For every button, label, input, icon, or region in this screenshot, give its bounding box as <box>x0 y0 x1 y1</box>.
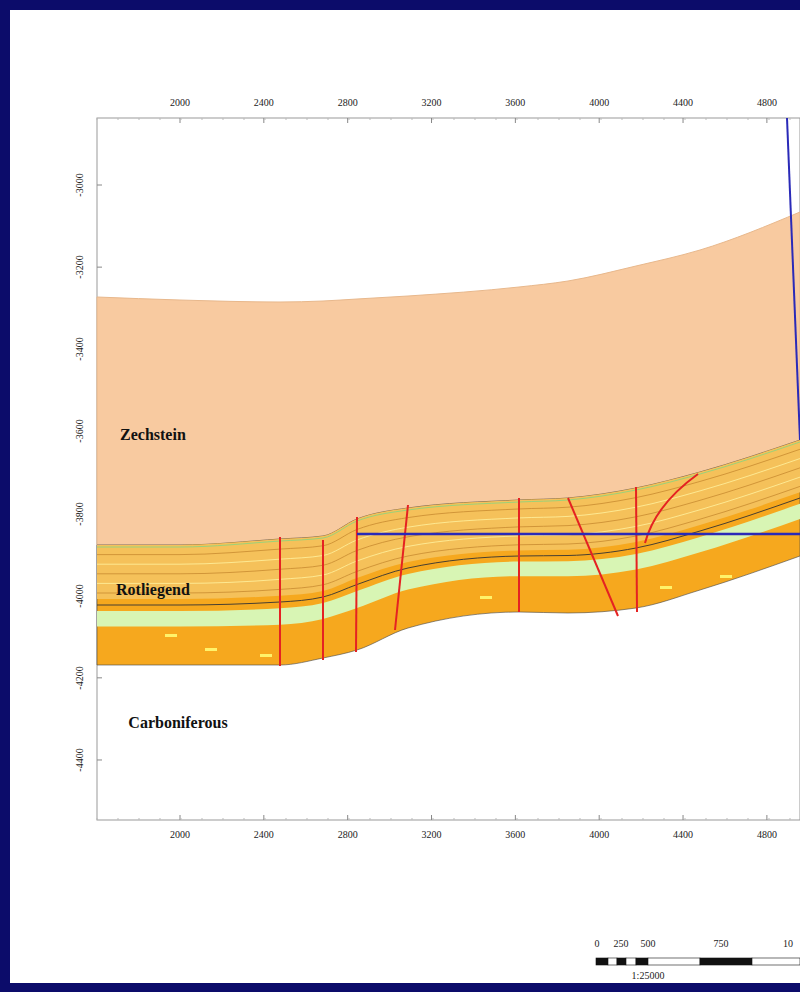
depth-tick-label: -3400 <box>75 338 85 361</box>
depth-tick-label: -3600 <box>75 420 85 443</box>
depth-tick-label: -3800 <box>75 502 85 525</box>
axis-tick-label: 4800 <box>757 98 777 108</box>
axis-tick-label: 4400 <box>673 830 693 840</box>
depth-tick-label: -4400 <box>75 748 85 771</box>
scale-label: 0 <box>595 939 600 949</box>
layer-name: Zechstein <box>120 427 190 443</box>
scale-label: 10 <box>783 939 793 949</box>
scale-ratio: 1:25000 <box>632 971 665 981</box>
axis-tick-label: 4000 <box>589 830 609 840</box>
depth-tick-label: -4000 <box>75 584 85 607</box>
stratum-band: Zechstein <box>118 425 192 449</box>
depth-tick-label: -3200 <box>75 255 85 278</box>
stratum-band: Rotliegend <box>114 580 196 604</box>
axis-tick-label: 3600 <box>505 830 525 840</box>
scale-label: 500 <box>641 939 656 949</box>
depth-tick-label: -3000 <box>75 173 85 196</box>
axis-tick-label: 2400 <box>254 98 274 108</box>
faults <box>280 474 698 666</box>
axis-tick-label: 2800 <box>338 98 358 108</box>
axis-tick-label: 3600 <box>505 98 525 108</box>
axis-ticks <box>97 118 800 820</box>
scale-label: 750 <box>714 939 729 949</box>
axis-tick-label: 4400 <box>673 98 693 108</box>
strata <box>97 212 800 665</box>
axis-tick-label: 3200 <box>422 830 442 840</box>
page-ground <box>10 10 800 983</box>
axis-tick-label: 2800 <box>338 830 358 840</box>
axis-tick-label: 3200 <box>422 98 442 108</box>
axis-tick-label: 2000 <box>170 98 190 108</box>
axis-tick-label: 2400 <box>254 830 274 840</box>
axis-tick-label: 4000 <box>589 98 609 108</box>
plot-frame <box>97 118 800 820</box>
scale-bar <box>596 958 800 965</box>
well <box>357 118 800 534</box>
axis-tick-label: 4800 <box>757 830 777 840</box>
layer-name: Rotliegend <box>116 582 194 598</box>
depth-tick-label: -4200 <box>75 666 85 689</box>
scale-label: 250 <box>614 939 629 949</box>
axis-tick-label: 2000 <box>170 830 190 840</box>
layer-name: Carboniferous <box>128 715 227 731</box>
